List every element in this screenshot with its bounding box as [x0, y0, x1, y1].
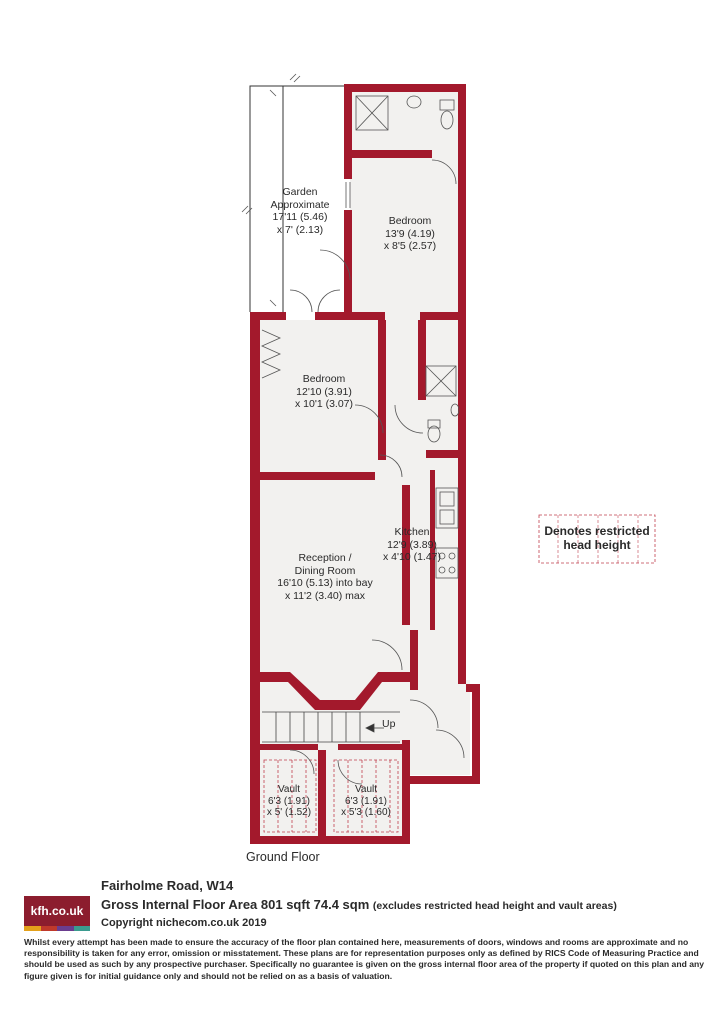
copyright: Copyright nichecom.co.uk 2019: [101, 917, 267, 929]
walls: [250, 84, 480, 844]
legend-line: head height: [563, 538, 631, 552]
logo-color-segment: [73, 926, 90, 931]
window-marks: [241, 73, 351, 307]
room-dimension: 12'9 (3.89): [387, 538, 437, 551]
room-dimension: x 8'5 (2.57): [383, 240, 437, 252]
room-name: Reception /: [298, 552, 352, 564]
logo-color-segment: [24, 926, 41, 931]
gross-internal-area: Gross Internal Floor Area 801 sqft 74.4 …: [101, 897, 617, 912]
room-dimension: x 7' (2.13): [276, 223, 324, 236]
bathroom-fixtures: [355, 95, 460, 443]
wardrobe: [261, 329, 281, 379]
room-name: Bedroom: [388, 215, 432, 227]
garden-outline: [249, 85, 344, 312]
room-name: Dining Room: [294, 564, 356, 577]
room-dimension: 6'3 (1.91): [268, 795, 310, 807]
room-dimension: x 11'2 (3.40) max: [284, 589, 365, 602]
disclaimer: Whilst every attempt has been made to en…: [24, 937, 705, 981]
stairs-up-label: Up: [382, 718, 396, 730]
logo-color-bar: [24, 926, 90, 931]
restricted-area: [263, 759, 399, 833]
legend-swatch: [538, 514, 656, 564]
room-label-vault-1: Vault 6'3 (1.91) x 5' (1.52): [258, 784, 320, 819]
room-dimension: 13'9 (4.19): [385, 227, 435, 240]
room-dimension: 12'10 (3.91): [296, 385, 352, 398]
room-dimension: x 4'10 (1.47): [382, 551, 442, 563]
room-label-vault-2: Vault 6'3 (1.91) x 5'3 (1.60): [330, 784, 402, 819]
floor-plan: [241, 73, 480, 844]
kitchen-fixtures: [435, 487, 459, 579]
room-name: Bedroom: [302, 373, 346, 385]
room-name: Vault: [277, 784, 301, 795]
legend-label: Denotes restricted head height: [538, 524, 656, 552]
room-dimension: x 5'3 (1.60): [341, 807, 391, 818]
room-dimension: 16'10 (5.13) into bay: [277, 577, 373, 589]
room-label-bedroom-2: Bedroom 12'10 (3.91) x 10'1 (3.07): [272, 373, 376, 411]
room-dimension: 17'11 (5.46): [272, 211, 328, 223]
agency-logo: kfh.co.uk: [24, 896, 90, 926]
legend-line: Denotes restricted: [544, 524, 650, 538]
stairs: [262, 711, 400, 743]
floor-label: Ground Floor: [246, 850, 320, 864]
logo-color-segment: [57, 926, 74, 931]
room-label-kitchen: Kitchen 12'9 (3.89) x 4'10 (1.47): [362, 526, 462, 564]
room-note: Approximate: [270, 198, 330, 211]
door-swings: [289, 159, 465, 785]
property-title: Fairholme Road, W14: [101, 878, 234, 893]
room-dimension: 6'3 (1.91): [345, 795, 387, 807]
gia-main: Gross Internal Floor Area 801 sqft 74.4 …: [101, 897, 370, 912]
room-dimension: x 10'1 (3.07): [294, 398, 354, 410]
logo-color-segment: [40, 926, 57, 931]
room-name: Kitchen: [394, 526, 430, 538]
room-label-bedroom-1: Bedroom 13'9 (4.19) x 8'5 (2.57): [360, 215, 460, 253]
room-label-garden: Garden Approximate 17'11 (5.46) x 7' (2.…: [252, 186, 348, 236]
room-dimension: x 5' (1.52): [266, 807, 312, 818]
room-name: Vault: [354, 784, 378, 795]
room-name: Garden: [282, 186, 318, 198]
gia-note: (excludes restricted head height and vau…: [372, 900, 617, 912]
room-label-reception: Reception / Dining Room 16'10 (5.13) int…: [262, 552, 388, 602]
